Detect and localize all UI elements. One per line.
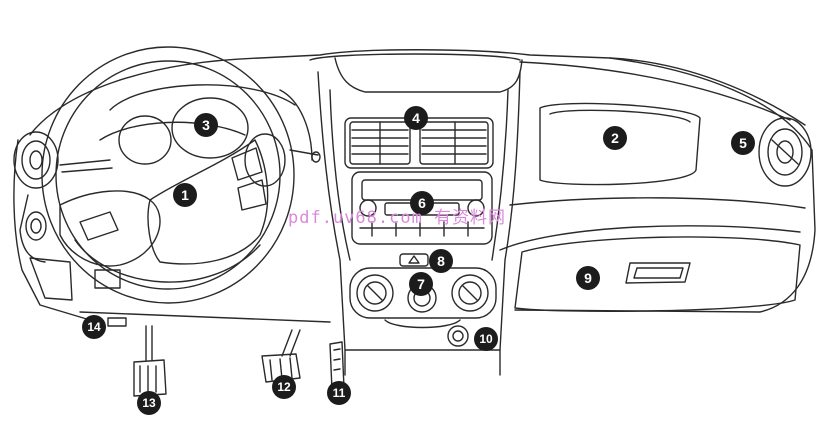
svg-text:12: 12	[277, 380, 291, 394]
svg-text:6: 6	[418, 195, 426, 211]
brake-pedal	[261, 329, 301, 383]
svg-text:1: 1	[181, 187, 189, 203]
callout-9: 9	[576, 266, 600, 290]
callout-4: 4	[404, 106, 428, 130]
svg-text:4: 4	[412, 110, 420, 126]
svg-text:5: 5	[739, 135, 747, 151]
svg-text:13: 13	[142, 396, 156, 410]
callout-13: 13	[137, 391, 161, 415]
callout-11: 11	[327, 381, 351, 405]
callout-3: 3	[194, 113, 218, 137]
steering-wheel	[41, 46, 295, 304]
clutch-pedal	[133, 325, 167, 397]
svg-text:2: 2	[611, 130, 619, 146]
centre-stack	[317, 71, 521, 351]
right-air-vent	[758, 117, 812, 187]
callout-8: 8	[429, 249, 453, 273]
lower-console	[344, 319, 501, 376]
callout-10: 10	[474, 327, 498, 351]
centre-air-vents	[344, 117, 494, 169]
callout-5: 5	[731, 131, 755, 155]
callout-6: 6	[410, 191, 434, 215]
svg-text:9: 9	[584, 270, 592, 286]
svg-text:10: 10	[479, 332, 493, 346]
svg-text:3: 3	[202, 117, 210, 133]
svg-text:8: 8	[437, 253, 445, 269]
callout-1: 1	[173, 183, 197, 207]
callout-12: 12	[272, 375, 296, 399]
callout-2: 2	[603, 126, 627, 150]
steering-column	[59, 149, 321, 173]
passenger-airbag-panel	[539, 102, 701, 186]
svg-text:7: 7	[417, 276, 425, 292]
callout-7: 7	[409, 272, 433, 296]
svg-text:11: 11	[333, 386, 346, 400]
hazard-switch	[399, 253, 429, 267]
callout-14: 14	[82, 315, 106, 339]
dashboard-left-side	[13, 131, 331, 327]
instrument-cluster	[109, 84, 313, 187]
watermark-text: pdf.uv68.com 有资料网	[288, 208, 507, 228]
glove-box	[514, 236, 801, 312]
svg-text:14: 14	[87, 320, 101, 334]
dashboard-top-outline	[29, 49, 816, 313]
passenger-lower-dash	[499, 197, 806, 313]
